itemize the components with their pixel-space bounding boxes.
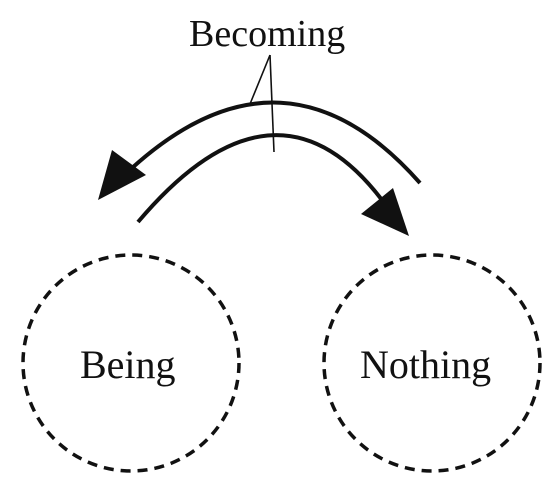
upper-arc — [130, 100, 422, 185]
nothing-label: Nothing — [360, 342, 492, 387]
lower-arc — [136, 133, 384, 224]
being-circle — [21, 253, 241, 473]
arrowhead-left-icon — [98, 150, 146, 200]
leader-line-upper — [249, 54, 271, 105]
nothing-circle — [322, 253, 542, 473]
being-label: Being — [80, 342, 176, 387]
arrowhead-right-icon — [361, 188, 409, 236]
leader-line-lower — [269, 54, 275, 153]
becoming-label: Becoming — [189, 13, 346, 55]
